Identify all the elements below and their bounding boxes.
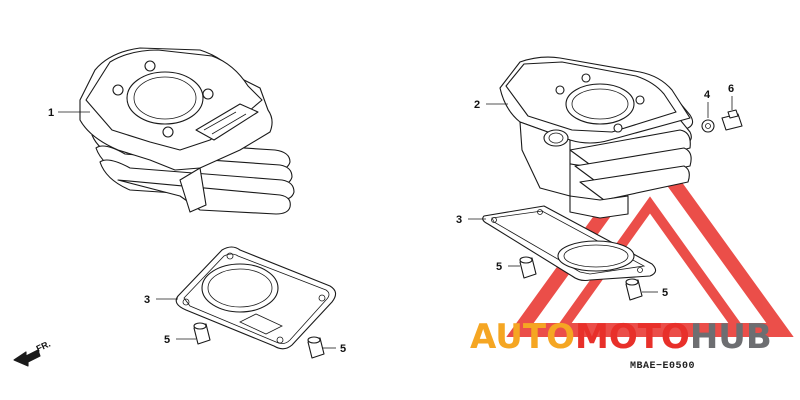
callout-label: 3 xyxy=(456,214,462,226)
right-dowel-pin: 5 xyxy=(496,256,537,279)
watermark-text: AUTOMOTOHUB xyxy=(470,317,772,357)
right-base-gasket: 3 xyxy=(456,205,657,282)
left-base-gasket: 3 xyxy=(144,246,337,350)
wm-part3: HUB xyxy=(690,317,772,357)
callout-label: 6 xyxy=(728,83,734,95)
svg-text:AUTOMOTOHUB: AUTOMOTOHUB xyxy=(470,317,772,357)
diagram-code: MBAE−E0500 xyxy=(630,361,695,372)
callout-label: 4 xyxy=(704,89,711,101)
callout-label: 2 xyxy=(474,99,480,111)
front-label: FR. xyxy=(35,339,52,354)
left-cylinder: 1 xyxy=(48,47,295,215)
right-cylinder: 2 xyxy=(474,56,694,219)
callout-label: 3 xyxy=(144,294,150,306)
left-dowel-pin-2: 5 xyxy=(307,336,346,359)
callout-label: 5 xyxy=(496,261,502,273)
bolt: 6 xyxy=(721,83,743,131)
callout-label: 5 xyxy=(340,343,346,355)
callout-label: 1 xyxy=(48,107,54,119)
right-dowel-pin-2: 5 xyxy=(625,278,668,301)
washer: 4 xyxy=(701,89,715,133)
callout-label: 5 xyxy=(662,287,668,299)
wm-part2: MOTO xyxy=(575,317,690,357)
callout-label: 5 xyxy=(164,334,170,346)
wm-part1: AUTO xyxy=(470,317,575,357)
left-dowel-pin: 5 xyxy=(164,322,211,346)
front-arrow: FR. xyxy=(13,339,52,367)
